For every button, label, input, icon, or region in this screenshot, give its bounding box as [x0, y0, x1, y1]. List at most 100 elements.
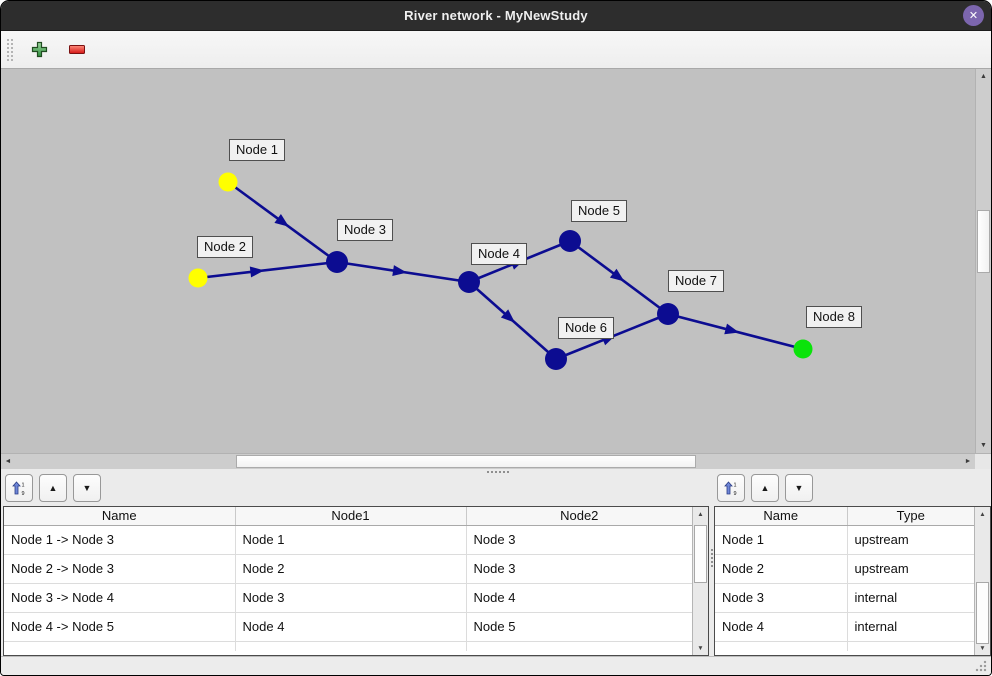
node-label-n3[interactable]: Node 3: [337, 219, 393, 241]
links-sort-button[interactable]: 1 9: [5, 474, 33, 502]
add-node-button[interactable]: [27, 38, 51, 62]
nodes-table-cell[interactable]: Node 3: [715, 583, 848, 613]
nodes-table-cell[interactable]: Node 4: [715, 612, 848, 642]
sort-ascending-1-9-icon: 1 9: [723, 480, 736, 496]
up-triangle-icon: ▲: [760, 482, 770, 493]
horizontal-splitter-handle[interactable]: [487, 471, 509, 473]
edge-arrow-icon: [274, 214, 289, 227]
toolbar-drag-handle[interactable]: [7, 38, 13, 61]
scroll-up-icon[interactable]: ▲: [979, 510, 986, 518]
svg-text:1: 1: [21, 482, 24, 488]
nodes-table-row-partial[interactable]: [715, 641, 974, 651]
node-label-n8[interactable]: Node 8: [806, 306, 862, 328]
nodes-table-cell[interactable]: upstream: [847, 525, 974, 555]
node-circle-n2[interactable]: [188, 268, 208, 288]
node-circle-n1[interactable]: [218, 172, 238, 192]
links-table-cell[interactable]: Node 4: [466, 583, 692, 613]
links-table-cell[interactable]: Node 2 -> Node 3: [4, 554, 236, 584]
nodes-table-cell[interactable]: Node 2: [715, 554, 848, 584]
canvas-horizontal-scrollbar[interactable]: ◄ ►: [1, 453, 975, 469]
node-circle-n6[interactable]: [545, 348, 567, 370]
canvas-hscroll-row: ◄ ►: [1, 453, 991, 469]
nodes-move-down-button[interactable]: ▼: [785, 474, 813, 502]
nodes-table-cell[interactable]: Node 1: [715, 525, 848, 555]
scroll-down-icon[interactable]: ▼: [980, 442, 987, 449]
vertical-scroll-thumb[interactable]: [977, 210, 990, 273]
canvas-vertical-scrollbar[interactable]: ▲ ▼: [975, 69, 991, 453]
nodes-table-column-header[interactable]: Name: [715, 507, 848, 526]
edge-arrow-icon: [249, 266, 265, 278]
svg-text:1: 1: [733, 482, 736, 488]
resize-grip[interactable]: [975, 660, 987, 672]
node-circle-n5[interactable]: [559, 230, 581, 252]
node-label-n5[interactable]: Node 5: [571, 200, 627, 222]
links-table-cell[interactable]: Node 3: [466, 525, 692, 555]
close-button[interactable]: ✕: [963, 5, 984, 26]
links-table-scrollbar[interactable]: ▲ ▼: [692, 507, 708, 655]
links-table-buttons: 1 9 ▲ ▼: [5, 474, 101, 502]
links-table-row-partial[interactable]: [4, 641, 692, 651]
scroll-down-icon[interactable]: ▼: [979, 644, 986, 652]
links-table-cell[interactable]: Node 2: [235, 554, 467, 584]
edge-line[interactable]: [197, 260, 338, 280]
node-label-n4[interactable]: Node 4: [471, 243, 527, 265]
links-move-up-button[interactable]: ▲: [39, 474, 67, 502]
links-table-cell[interactable]: Node 1: [235, 525, 467, 555]
nodes-scroll-thumb[interactable]: [976, 582, 989, 644]
node-circle-n3[interactable]: [326, 251, 348, 273]
links-table-cell[interactable]: Node 4 -> Node 5: [4, 612, 236, 642]
nodes-move-up-button[interactable]: ▲: [751, 474, 779, 502]
network-canvas[interactable]: Node 1 Node 2 Node 3 Node 4 Node 5 Node 6 Node…: [1, 69, 975, 453]
nodes-table-buttons: 1 9 ▲ ▼: [717, 474, 813, 502]
links-table-cell[interactable]: Node 4: [235, 612, 467, 642]
links-table-cell[interactable]: Node 3 -> Node 4: [4, 583, 236, 613]
scroll-left-icon[interactable]: ◄: [4, 458, 12, 465]
node-label-n7[interactable]: Node 7: [668, 270, 724, 292]
nodes-table-cell[interactable]: internal: [847, 583, 974, 613]
node-label-n2[interactable]: Node 2: [197, 236, 253, 258]
scroll-up-icon[interactable]: ▲: [697, 510, 704, 518]
scroll-right-icon[interactable]: ►: [964, 458, 972, 465]
scroll-down-icon[interactable]: ▼: [697, 644, 704, 652]
links-table-column-header[interactable]: Node2: [466, 507, 692, 526]
vertical-splitter-handle[interactable]: [711, 549, 713, 567]
up-triangle-icon: ▲: [48, 482, 58, 493]
node-circle-n7[interactable]: [657, 303, 679, 325]
node-circle-n4[interactable]: [458, 271, 480, 293]
node-label-n6[interactable]: Node 6: [558, 317, 614, 339]
node-label-n1[interactable]: Node 1: [229, 139, 285, 161]
status-bar: [1, 656, 991, 675]
nodes-table-column-header[interactable]: Type: [847, 507, 974, 526]
links-table-cell[interactable]: Node 5: [466, 612, 692, 642]
links-scroll-thumb[interactable]: [694, 525, 707, 583]
edge-arrow-icon: [724, 323, 740, 335]
nodes-sort-button[interactable]: 1 9: [717, 474, 745, 502]
remove-node-button[interactable]: [65, 38, 89, 62]
links-table-cell[interactable]: Node 3: [466, 554, 692, 584]
links-table-cell[interactable]: Node 1 -> Node 3: [4, 525, 236, 555]
nodes-table-cell[interactable]: upstream: [847, 554, 974, 584]
links-table-column-header[interactable]: Name: [4, 507, 236, 526]
links-table-cell[interactable]: Node 3: [235, 583, 467, 613]
node-circle-n8[interactable]: [793, 339, 813, 359]
titlebar[interactable]: River network - MyNewStudy ✕: [1, 1, 991, 31]
links-table-column-header[interactable]: Node1: [235, 507, 467, 526]
edge-arrow-icon: [500, 309, 516, 323]
nodes-table-scrollbar[interactable]: ▲ ▼: [974, 507, 990, 655]
minus-icon: [69, 44, 85, 54]
horizontal-scroll-thumb[interactable]: [236, 455, 696, 468]
sort-ascending-1-9-icon: 1 9: [11, 480, 24, 496]
links-move-down-button[interactable]: ▼: [73, 474, 101, 502]
nodes-table-cell[interactable]: internal: [847, 612, 974, 642]
scroll-up-icon[interactable]: ▲: [980, 73, 987, 80]
